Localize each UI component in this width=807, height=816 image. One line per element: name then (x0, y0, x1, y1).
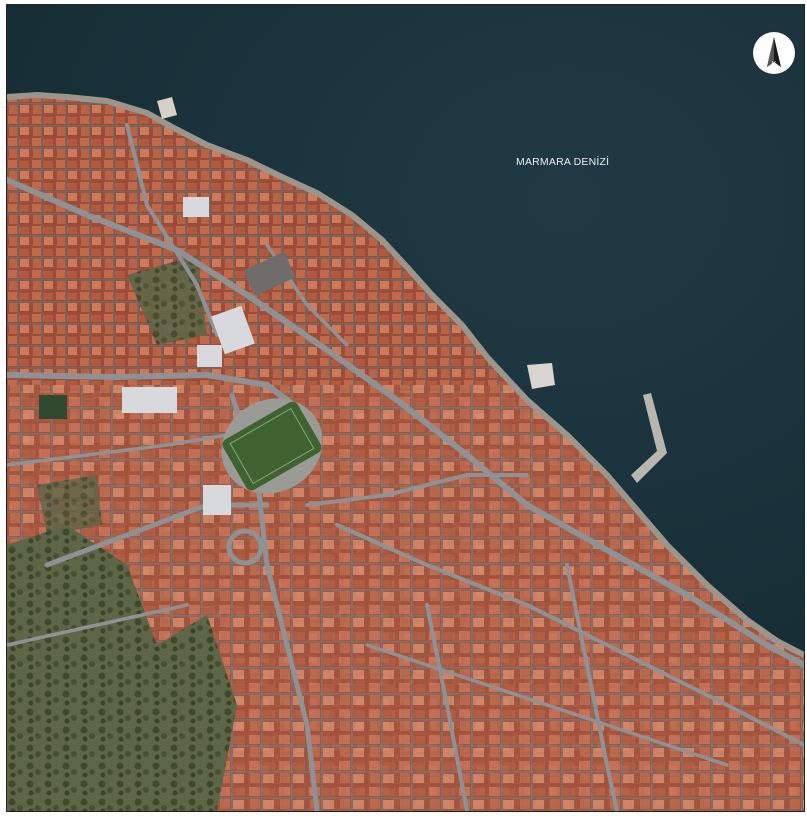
north-arrow-icon: K (753, 32, 795, 74)
sea-area (7, 5, 804, 655)
sea-label: MARMARA DENİZİ (516, 156, 610, 168)
map-canvas (7, 5, 804, 811)
roundabout (226, 528, 264, 566)
football-stadium (221, 398, 323, 494)
aerial-map[interactable]: MARMARA DENİZİ K (6, 4, 805, 812)
north-arrow-letter: K (772, 61, 777, 68)
pier (631, 393, 667, 483)
